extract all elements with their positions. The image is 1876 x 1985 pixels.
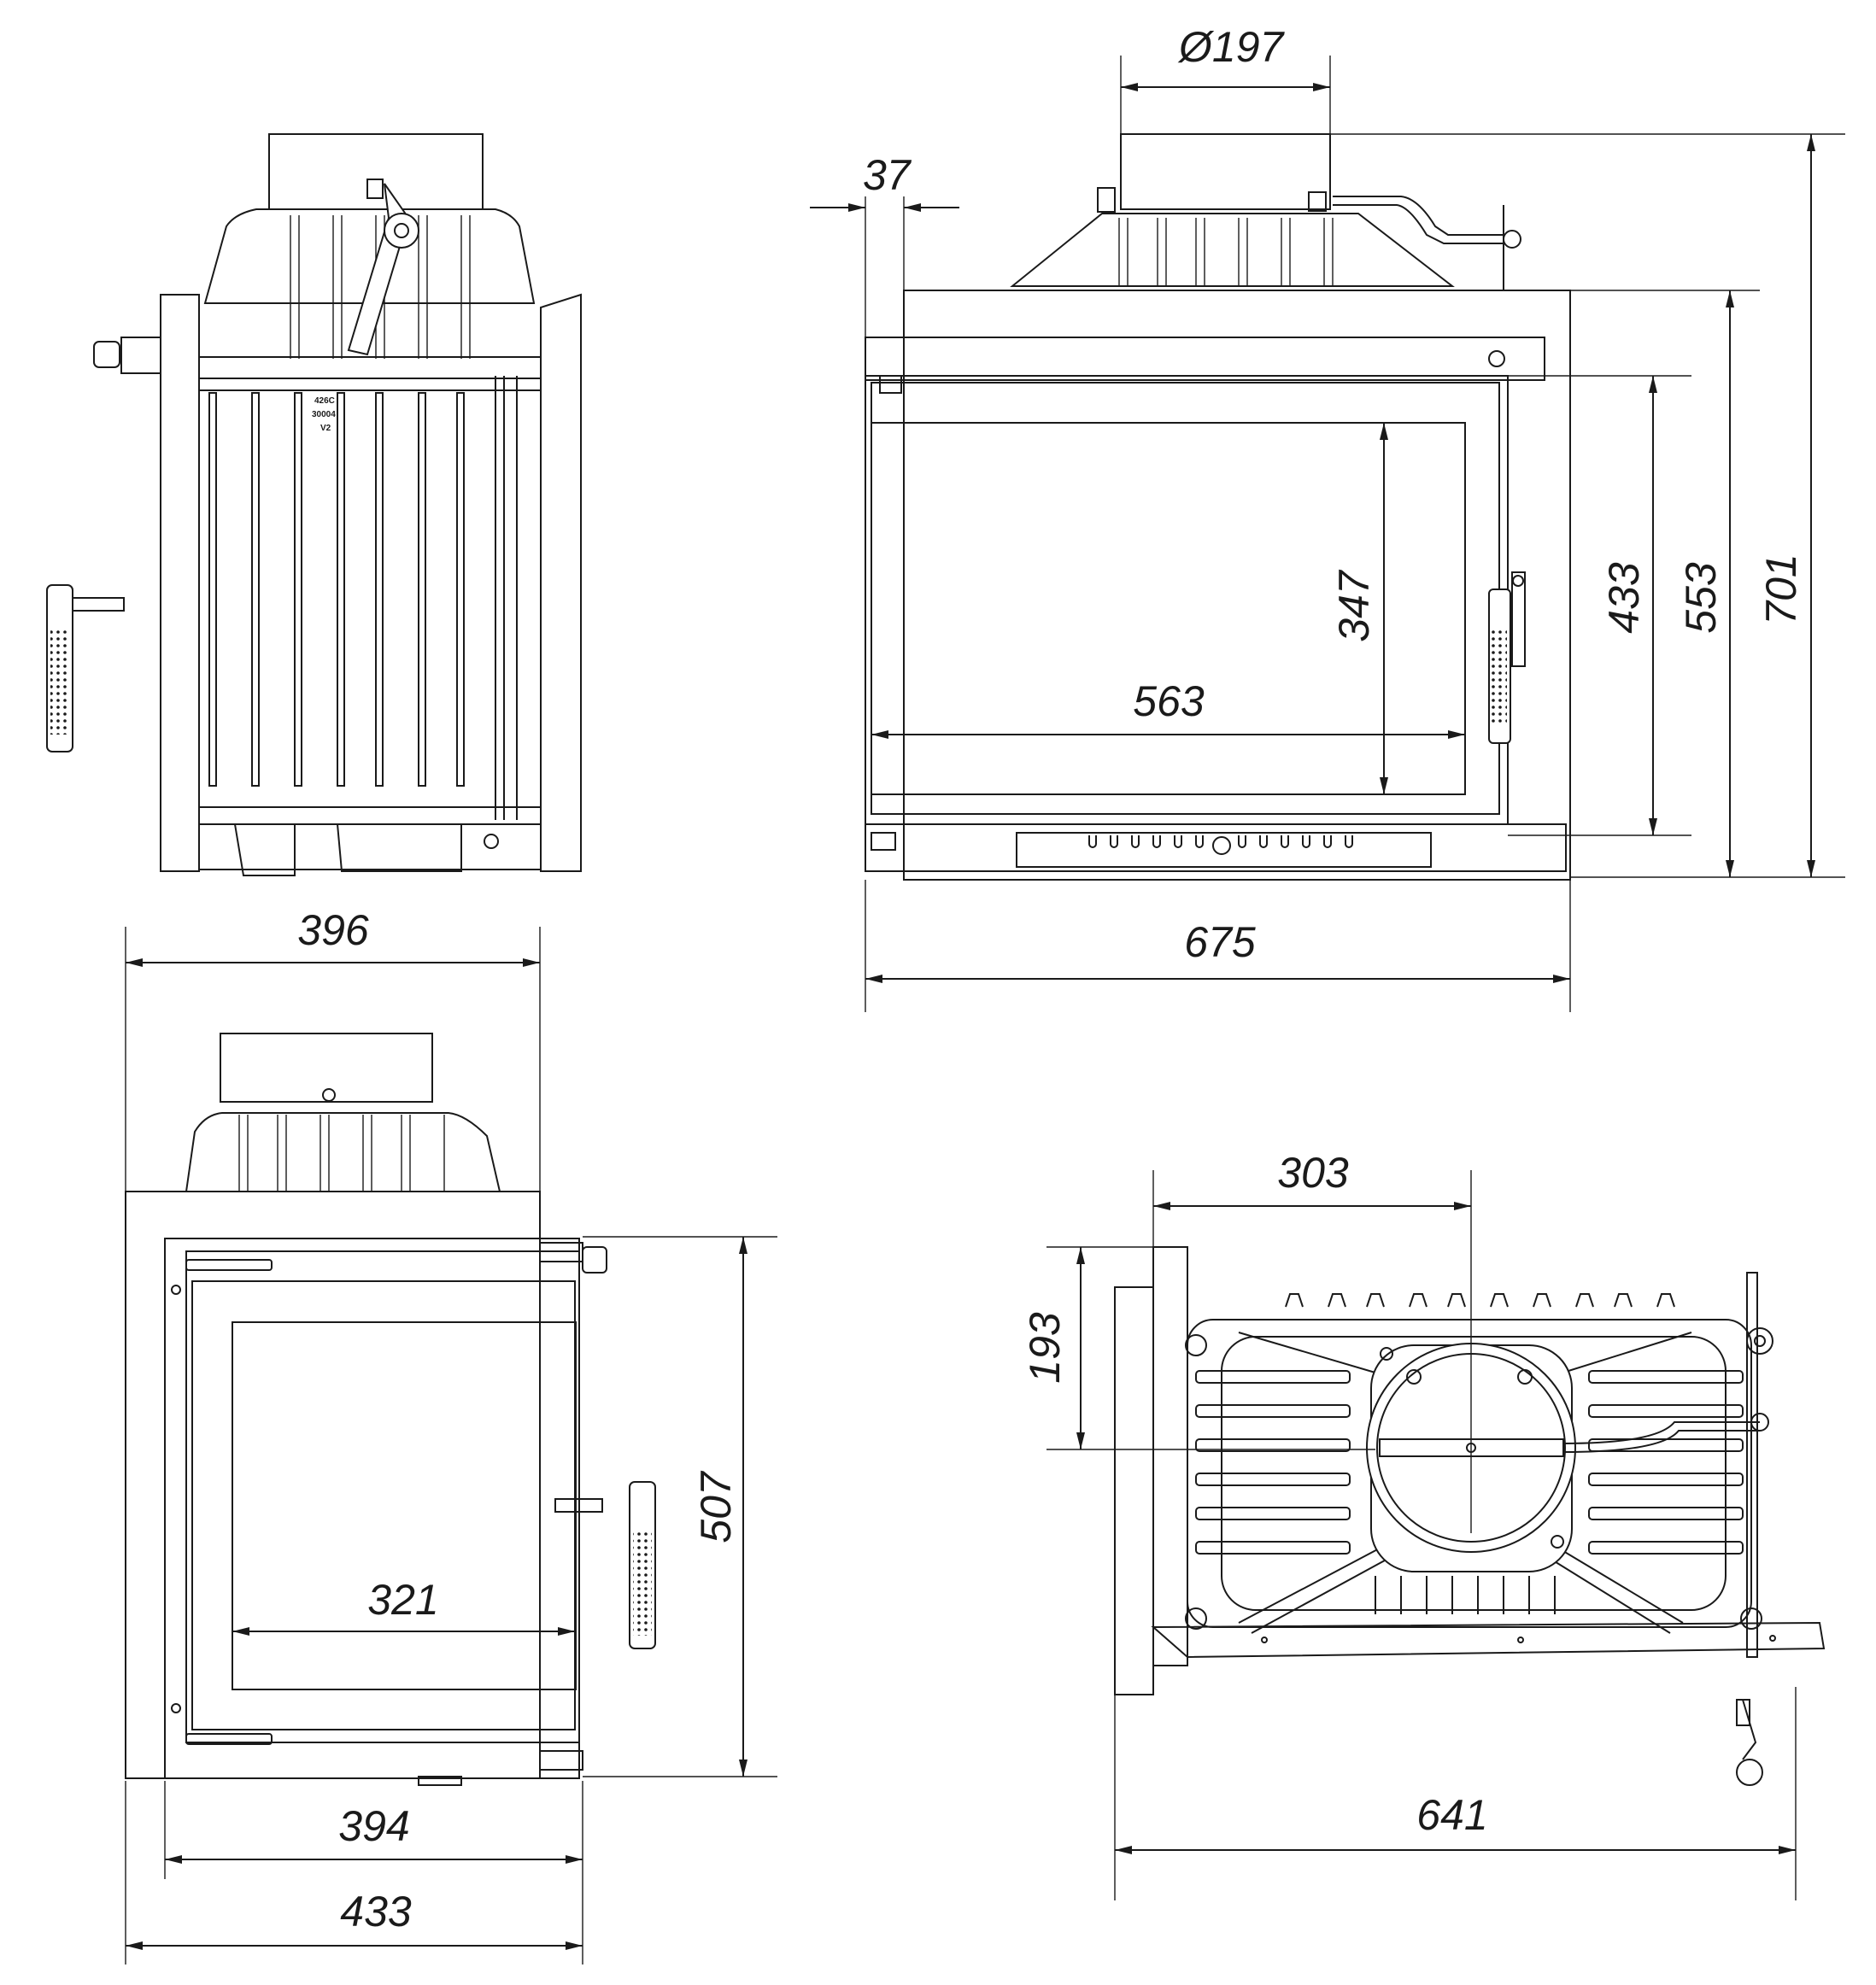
dim-top-offset: 303 bbox=[1277, 1149, 1349, 1197]
dim-flue-diameter: Ø197 bbox=[1177, 23, 1286, 71]
dim-total-height: 701 bbox=[1757, 553, 1805, 624]
sd-glass bbox=[232, 1321, 577, 1690]
front-plate bbox=[540, 293, 582, 872]
side-ribs bbox=[208, 376, 518, 820]
front-door bbox=[865, 375, 1509, 825]
ash-drawer bbox=[233, 823, 296, 876]
top-door-panel bbox=[1151, 1621, 1826, 1659]
cone-top bbox=[203, 208, 536, 304]
dim-depth-433: 433 bbox=[340, 1888, 412, 1935]
dim-side-width: 396 bbox=[297, 906, 369, 954]
front-cone bbox=[1010, 213, 1455, 287]
handle-rod bbox=[72, 597, 125, 612]
throttle-rod bbox=[1333, 196, 1504, 236]
dim-depth-321: 321 bbox=[367, 1576, 438, 1624]
dim-glass-width: 563 bbox=[1133, 677, 1205, 725]
lever-pivot bbox=[384, 213, 419, 249]
dim-body-height: 553 bbox=[1677, 562, 1725, 634]
top-right-bracket bbox=[1746, 1272, 1758, 1658]
side-body bbox=[198, 356, 542, 870]
rear-panel bbox=[160, 294, 200, 872]
sd-cone bbox=[185, 1112, 501, 1192]
top-throttle-rod bbox=[1562, 1421, 1760, 1444]
top-handle bbox=[1742, 1699, 1757, 1760]
top-back-panel bbox=[1114, 1286, 1154, 1695]
label-plate-line-3: V2 bbox=[320, 424, 331, 433]
top-body bbox=[1187, 1319, 1752, 1628]
top-fins bbox=[290, 215, 471, 359]
sd-door bbox=[185, 1250, 580, 1743]
side-fin-rows bbox=[1195, 1370, 1744, 1555]
dim-side-offset: 37 bbox=[863, 151, 912, 199]
dim-top-width: 641 bbox=[1416, 1791, 1487, 1839]
dim-side-height: 507 bbox=[692, 1470, 740, 1543]
knob bbox=[93, 341, 120, 368]
front-view bbox=[865, 133, 1571, 881]
dim-door-height: 433 bbox=[1600, 562, 1648, 634]
label-plate-line-1: 426C bbox=[314, 396, 335, 406]
side-view: 426C 30004 V2 bbox=[46, 133, 582, 876]
sd-handle-rod bbox=[554, 1498, 603, 1513]
handle-grip-pattern bbox=[50, 628, 69, 735]
side-door-view bbox=[125, 1033, 656, 1786]
air-control bbox=[1016, 832, 1432, 868]
dim-glass-height: 347 bbox=[1330, 569, 1378, 642]
dim-depth-394: 394 bbox=[338, 1802, 409, 1850]
dimension-lines bbox=[125, 56, 1845, 1965]
dim-total-width-front: 675 bbox=[1184, 918, 1256, 966]
front-flue bbox=[1120, 133, 1331, 210]
front-glass bbox=[871, 422, 1466, 795]
sd-flue bbox=[220, 1033, 433, 1103]
top-view bbox=[1114, 1246, 1826, 1786]
top-fins-row bbox=[1285, 1293, 1675, 1308]
dim-top-depth: 193 bbox=[1021, 1312, 1069, 1384]
dimension-labels: Ø197 37 347 563 433 553 701 675 396 321 … bbox=[297, 23, 1805, 1935]
front-body bbox=[903, 290, 1571, 881]
top-side-frame bbox=[1152, 1246, 1188, 1666]
label-plate-line-2: 30004 bbox=[312, 410, 336, 419]
